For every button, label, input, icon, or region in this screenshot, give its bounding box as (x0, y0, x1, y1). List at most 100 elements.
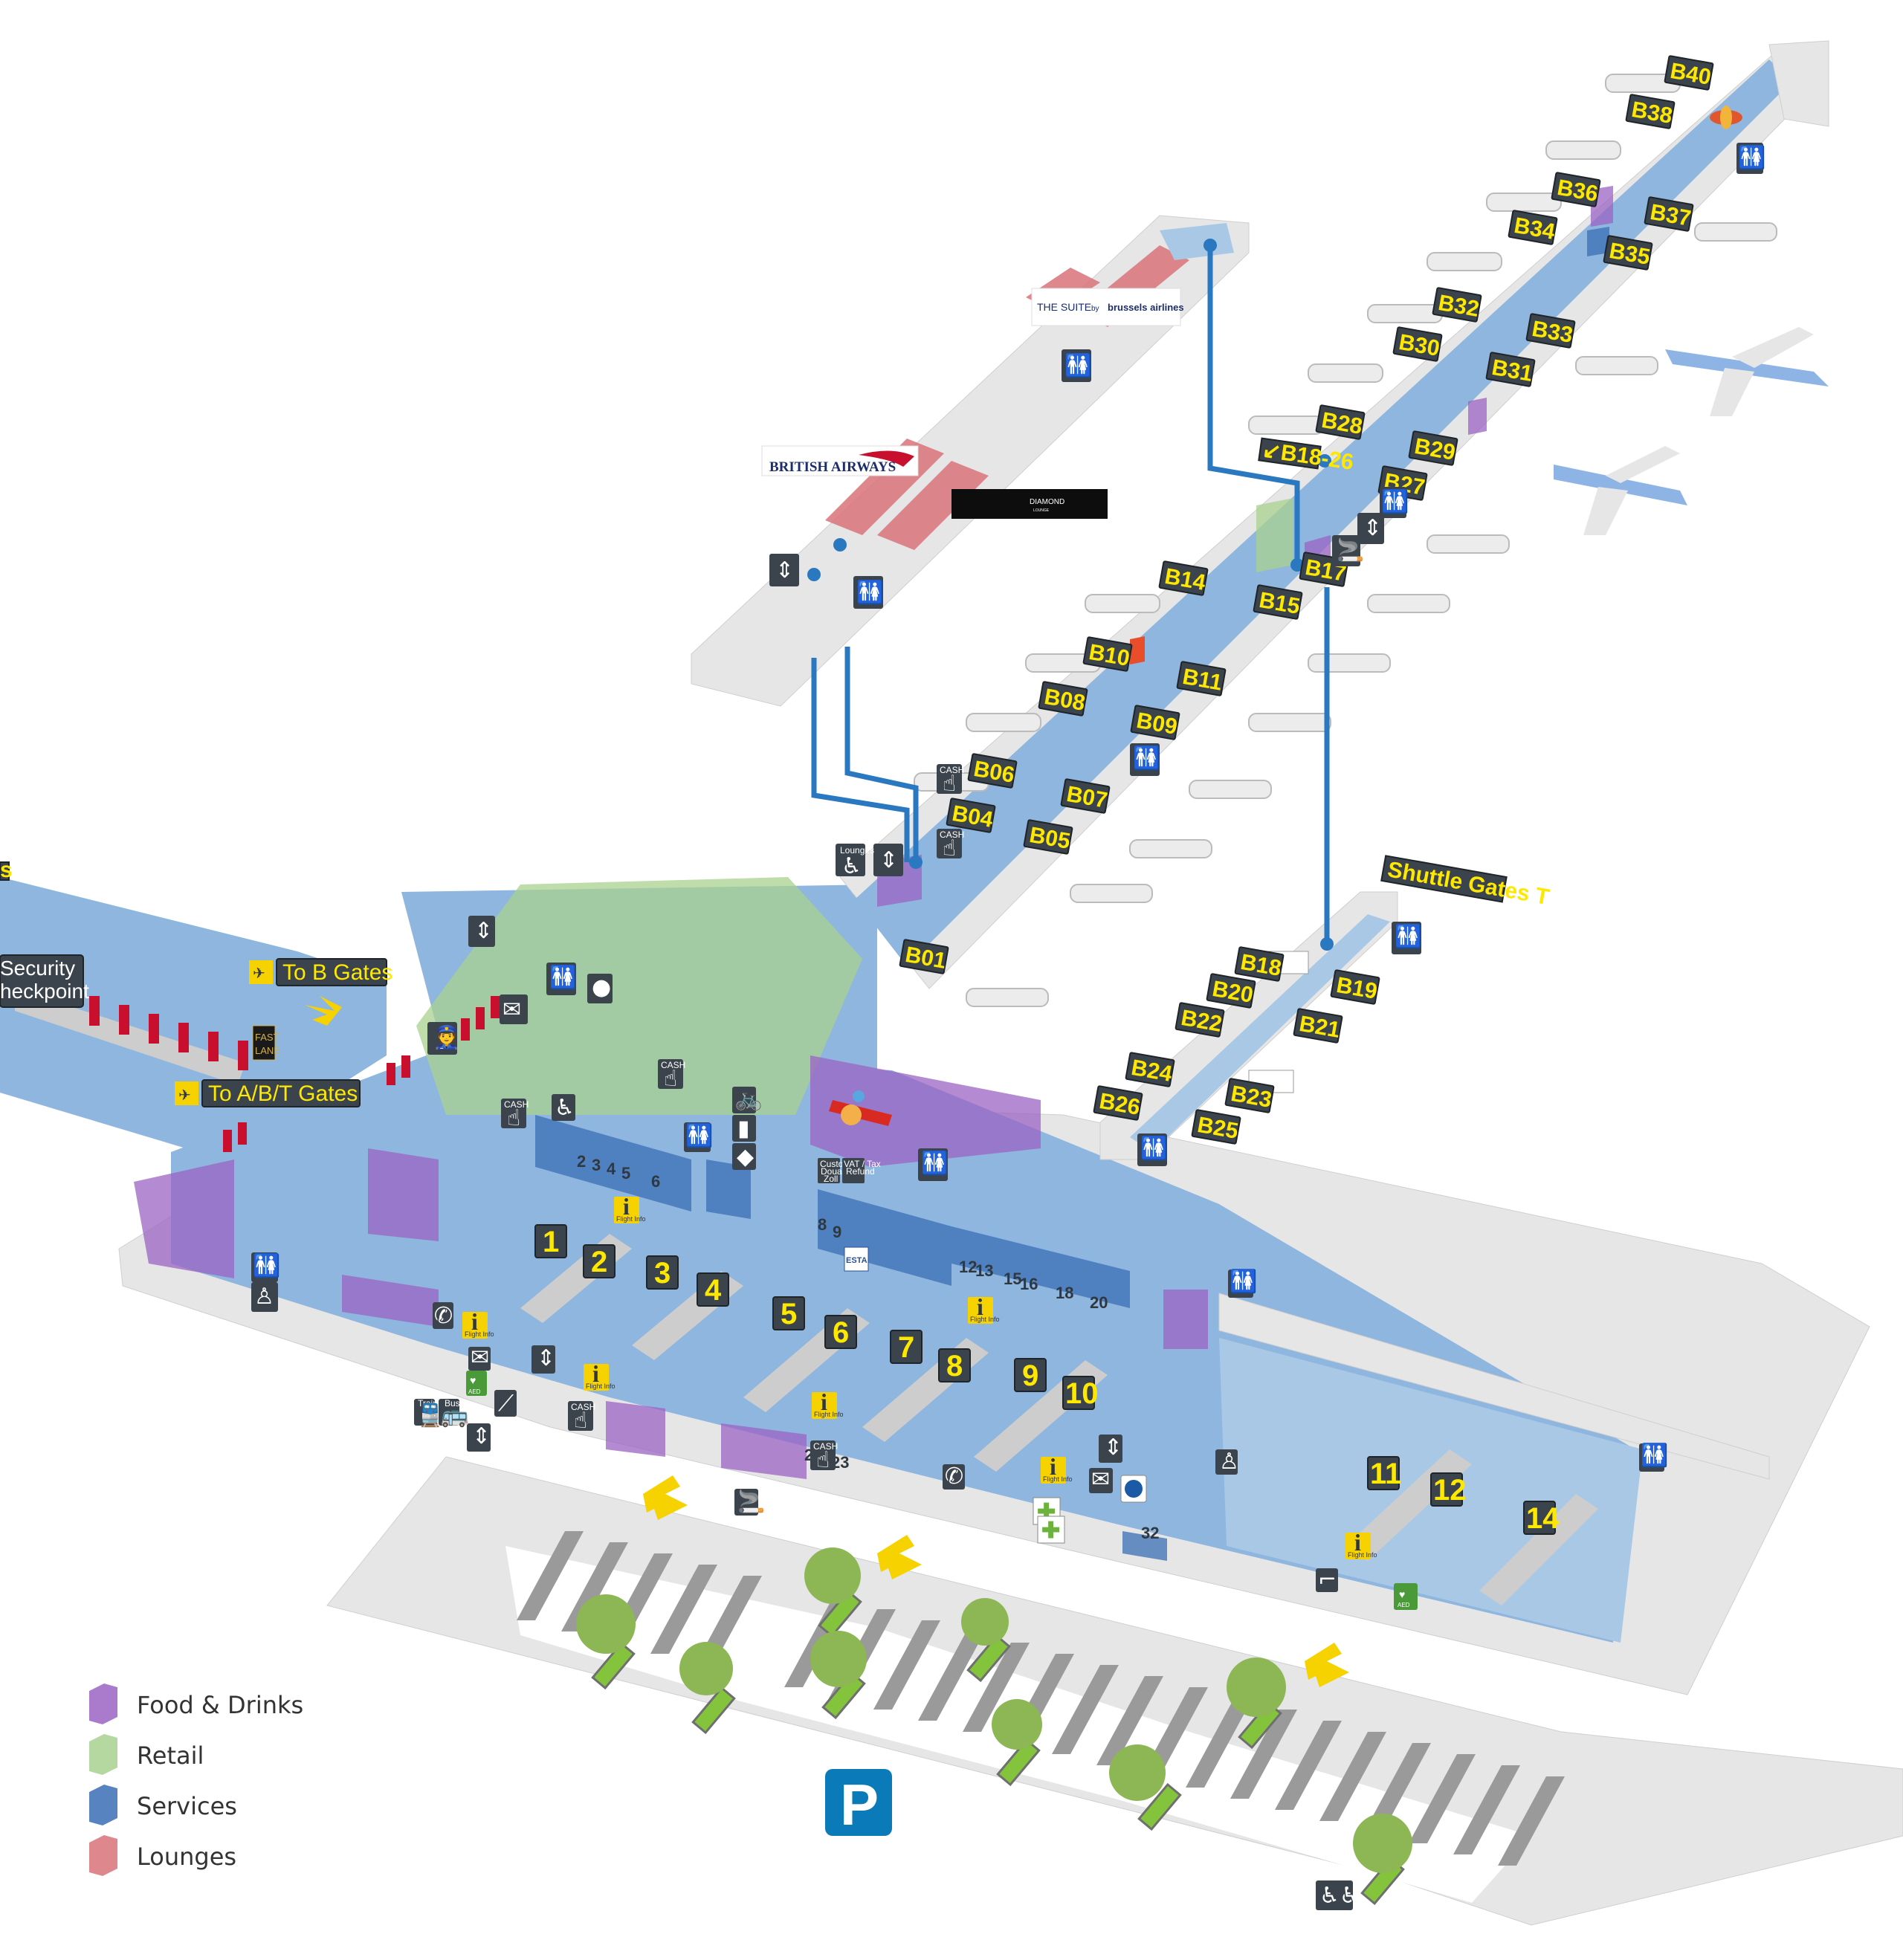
trees (576, 1547, 1412, 1906)
gate-sign-b20[interactable]: B20 (1206, 973, 1256, 1009)
gate-sign-b05[interactable]: B05 (1023, 819, 1073, 855)
svg-text:♙: ♙ (1219, 1449, 1239, 1475)
british-airways-logo: BRITISH AIRWAYS (761, 445, 919, 476)
retail-area-central (416, 877, 862, 1115)
gate-sign-b36[interactable]: B36 (1551, 172, 1601, 207)
svg-text:AED: AED (1398, 1602, 1410, 1608)
services-counter-row-3 (818, 1189, 952, 1286)
svg-text:☝: ☝ (816, 1447, 830, 1473)
svg-text:☝: ☝ (943, 835, 956, 861)
gate-sign-b24[interactable]: B24 (1125, 1052, 1175, 1087)
svg-text:👮: 👮 (433, 1023, 460, 1051)
gate-sign-b26[interactable]: B26 (1093, 1085, 1143, 1121)
gate-sign-b21[interactable]: B21 (1293, 1008, 1343, 1044)
gate-sign-b11[interactable]: B11 (1176, 661, 1227, 696)
svg-text:⟋: ⟋ (498, 1391, 514, 1417)
baggage-belt-5: 5 (772, 1296, 805, 1330)
svg-text:⇕: ⇕ (879, 847, 898, 873)
gate-sign-b10[interactable]: B10 (1082, 636, 1133, 672)
elevator-icon: ⇕ (467, 1423, 491, 1452)
gate-sign-b14[interactable]: B14 (1158, 560, 1209, 596)
toilet-icon: 🚻 (251, 1252, 280, 1282)
gate-sign-b09[interactable]: B09 (1130, 705, 1180, 740)
pier-b (839, 40, 1829, 1007)
svg-text:♿: ♿ (841, 853, 862, 879)
arrow-to-b-gates-icon (305, 996, 342, 1026)
legend-label: Lounges (137, 1843, 236, 1871)
counter-3: 3 (592, 1156, 601, 1174)
belt-number: 3 (654, 1257, 671, 1290)
svg-text:CASH: CASH (571, 1402, 595, 1412)
svg-text:✉: ✉ (1091, 1466, 1110, 1492)
gate-sign-b06[interactable]: B06 (967, 753, 1018, 789)
gate-sign-b28[interactable]: B28 (1315, 404, 1366, 440)
legend-label: Food & Drinks (137, 1691, 303, 1719)
phone-icon: ✆ (943, 1463, 965, 1490)
baggage-belt-14: 14 (1523, 1501, 1560, 1535)
belt-number: 1 (543, 1226, 559, 1258)
aed-icon: ♥AED (466, 1371, 487, 1396)
fast-lane-line2: LANE (255, 1045, 280, 1056)
svg-text:Bus: Bus (445, 1398, 460, 1408)
svg-text:CASH: CASH (940, 765, 964, 775)
food-area-smurf (810, 1055, 1041, 1167)
toilet-icon: 🚻 (918, 1148, 949, 1181)
svg-text:☝: ☝ (574, 1408, 587, 1434)
gate-sign-b33[interactable]: B33 (1525, 313, 1576, 349)
gate-sign-b04[interactable]: B04 (946, 798, 996, 833)
gate-sign-b19[interactable]: B19 (1330, 969, 1380, 1005)
gate-sign-b35[interactable]: B35 (1603, 235, 1653, 271)
counter-32: 32 (1141, 1524, 1159, 1542)
svg-text:●: ● (592, 974, 611, 1000)
legend-label: Services (137, 1792, 237, 1820)
gate-sign-b25[interactable]: B25 (1191, 1109, 1241, 1145)
baby-changing-icon: ♙ (251, 1282, 278, 1312)
sign-shuttle-gates-t[interactable]: Shuttle Gates T (1380, 855, 1551, 910)
svg-text:⇕: ⇕ (474, 918, 493, 944)
gate-sign-b15[interactable]: B15 (1253, 584, 1303, 620)
mail-icon: ✉ (500, 994, 528, 1024)
food-area-center (368, 1148, 439, 1241)
baggage-belt-7: 7 (890, 1330, 923, 1364)
gate-sign-b40[interactable]: B40 (1664, 55, 1714, 91)
plane-glyph: ✈ (178, 1087, 191, 1104)
toilet-icon: 🚻 (546, 963, 577, 995)
airplane (1554, 446, 1687, 535)
gate-sign-b22[interactable]: B22 (1175, 1002, 1225, 1038)
belt-number: 6 (833, 1316, 849, 1349)
sign-to-b-gates[interactable]: ✈ To B Gates (249, 958, 392, 986)
gate-sign-b30[interactable]: B30 (1392, 326, 1443, 362)
esta-icon: ESTA (844, 1246, 869, 1272)
svg-text:⇕: ⇕ (775, 557, 794, 583)
gate-sign-b07[interactable]: B07 (1060, 778, 1111, 814)
gate-sign-b34[interactable]: B34 (1508, 210, 1558, 245)
svg-text:CASH: CASH (661, 1060, 685, 1070)
services-counter-row-2 (706, 1159, 751, 1219)
svg-text:🚌: 🚌 (441, 1403, 468, 1429)
shop-pier-b10 (1130, 636, 1145, 664)
gate-sign-b32[interactable]: B32 (1432, 287, 1482, 323)
elevator-icon: ⇕ (1099, 1435, 1122, 1463)
baggage-belt-4: 4 (697, 1272, 729, 1307)
fast-lane-sign: FAST LANE (252, 1025, 280, 1061)
legend-item-services: Services (89, 1785, 237, 1825)
gate-sign-b29[interactable]: B29 (1408, 430, 1458, 466)
gate-sign-b38[interactable]: B38 (1625, 94, 1676, 129)
svg-text:🚻: 🚻 (856, 579, 884, 606)
gate-sign-b23[interactable]: B23 (1224, 1078, 1275, 1113)
gate-sign-b18[interactable]: B18 (1234, 946, 1285, 982)
atm-cash-icon: CASH☝ (937, 764, 964, 797)
first-aid-icon: ✚ (1037, 1516, 1065, 1544)
svg-text:⇕: ⇕ (1104, 1435, 1122, 1461)
gate-sign-b01[interactable]: B01 (899, 939, 949, 974)
sign-to-abt-gates[interactable]: ✈ To A/B/T Gates (175, 1079, 361, 1107)
gate-sign-b08[interactable]: B08 (1038, 681, 1088, 717)
baggage-belt-1: 1 (534, 1224, 567, 1258)
svg-text:▮: ▮ (737, 1116, 750, 1142)
atm-cash-icon: CASH☝ (568, 1401, 595, 1434)
gate-sign-b31[interactable]: B31 (1485, 352, 1536, 387)
gate-sign-b37[interactable]: B37 (1644, 196, 1694, 232)
